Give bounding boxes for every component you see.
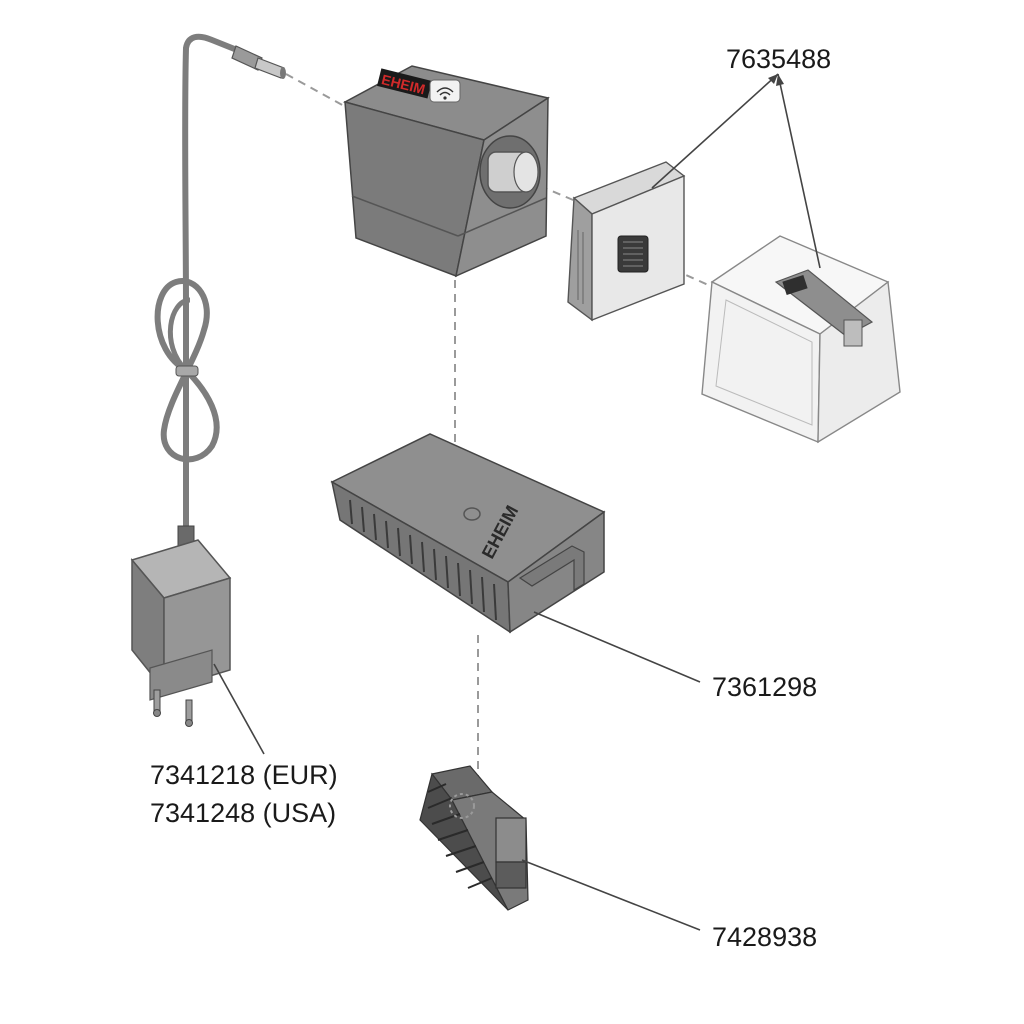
assembly-guide-lines xyxy=(285,73,716,782)
leader-lines xyxy=(213,73,821,931)
base-button xyxy=(463,507,481,521)
leader-container-box xyxy=(777,73,821,269)
label-part-7341248-usa: 7341248 (USA) xyxy=(150,798,336,828)
label-part-7428938: 7428938 xyxy=(712,922,817,952)
dc-plug xyxy=(231,45,286,79)
label-part-7361298: 7361298 xyxy=(712,672,817,702)
cable-tie xyxy=(175,365,199,377)
dosing-pump-head: EHEIM xyxy=(342,65,550,278)
leader-container-holder xyxy=(651,73,779,189)
mounting-clip xyxy=(419,765,529,911)
label-part-7341218-eur: 7341218 (EUR) xyxy=(150,760,338,790)
leader-clip xyxy=(521,859,701,931)
additive-container xyxy=(701,235,901,444)
guide-holder-to-container xyxy=(647,257,716,289)
leader-base xyxy=(533,611,701,683)
wifi-icon xyxy=(429,79,461,103)
base-plate: EHEIM xyxy=(330,433,606,634)
power-adapter-with-cable xyxy=(130,33,286,727)
wall-adapter-body xyxy=(130,539,232,727)
pump-outlet-knob xyxy=(479,135,541,209)
label-part-7635488: 7635488 xyxy=(726,44,831,74)
power-cable xyxy=(182,33,245,533)
cartridge-holder-panel xyxy=(567,161,686,322)
leader-adapter xyxy=(213,663,265,755)
base-vents xyxy=(349,499,497,621)
arrowhead-left xyxy=(768,74,778,84)
arrowhead-right xyxy=(776,74,784,86)
leader-arrowheads xyxy=(768,74,784,86)
